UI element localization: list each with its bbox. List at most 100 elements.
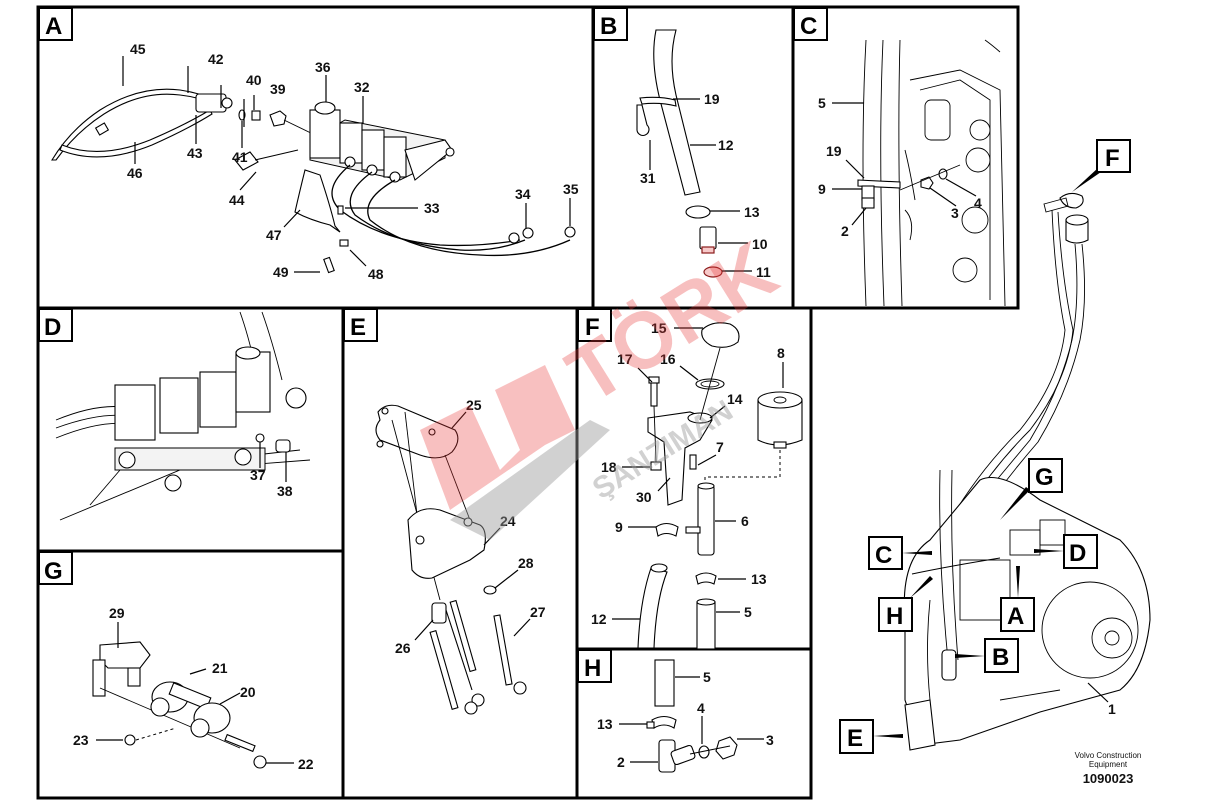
screw-49: [323, 256, 335, 274]
nut-40: [251, 110, 261, 121]
callout-4-h: 4: [697, 700, 705, 716]
svg-text:H: H: [886, 603, 903, 630]
bolt-27: [493, 614, 513, 686]
bracket-47: [294, 169, 341, 233]
callout-48: 48: [368, 266, 384, 282]
callout-11: 11: [756, 264, 771, 280]
solenoid-36: [309, 109, 341, 159]
overview-tag-d: D: [1034, 534, 1098, 569]
svg-text:G: G: [1035, 464, 1054, 491]
panel-a: A: [38, 7, 579, 282]
callout-49: 49: [273, 264, 289, 280]
callout-38: 38: [277, 483, 293, 499]
bolt-22: [224, 733, 256, 753]
callout-3-c: 3: [951, 205, 959, 221]
bracket-31: [636, 104, 650, 136]
panel-a-label: A: [45, 13, 62, 40]
callout-44: 44: [229, 192, 245, 208]
overview-tag-c: C: [868, 536, 932, 570]
spacer-26: [431, 602, 447, 624]
callout-43: 43: [187, 145, 203, 161]
panel-b-label: B: [600, 13, 617, 40]
overview-tag-f: F: [1072, 139, 1131, 192]
seal-ring-11: [703, 266, 723, 278]
washer-28: [483, 585, 497, 595]
callout-34: 34: [515, 186, 531, 202]
callout-45: 45: [130, 41, 146, 57]
callout-18: 18: [601, 459, 617, 475]
panel-c: C 5 19 9 2 3 4: [793, 7, 1006, 307]
callout-14: 14: [727, 391, 743, 407]
overview-tag-e: E: [839, 719, 903, 754]
callout-25: 25: [466, 397, 482, 413]
credit-block: Volvo Construction Equipment 1090023: [1075, 751, 1142, 786]
hose-fitting: [94, 122, 110, 136]
spacer-48: [339, 239, 349, 247]
panel-h: H 5 4 13 3 2: [577, 649, 774, 773]
callout-21: 21: [212, 660, 228, 676]
panel-f-label: F: [585, 314, 600, 341]
overview-tag-b: B: [955, 638, 1019, 673]
panel-e: E 25 24 28 27 26: [343, 308, 546, 715]
hose-12-f: [637, 567, 668, 649]
panel-d: D 37 38: [38, 308, 311, 521]
fitting-7: [689, 454, 697, 470]
panel-b-tag: B: [593, 7, 628, 41]
overview-tag-g: G: [1000, 458, 1063, 520]
panel-h-tag: H: [577, 649, 612, 683]
callout-13-f: 13: [751, 571, 767, 587]
callout-6: 6: [741, 513, 749, 529]
clip-2: [861, 197, 875, 209]
callout-28: 28: [518, 555, 534, 571]
panel-c-label: C: [800, 13, 817, 40]
hose-46: [59, 109, 213, 158]
overview-tag-a: A: [1000, 566, 1035, 632]
panel-b: B 19 12 31 13 10 11: [593, 7, 771, 280]
panel-frames: [36, 5, 1020, 800]
panel-c-frame: [791, 5, 1020, 310]
filler-neck-14: [687, 412, 713, 424]
callout-19-c: 19: [826, 143, 842, 159]
panel-d-tag: D: [38, 308, 73, 342]
panel-e-label: E: [350, 314, 366, 341]
solenoid-coil: [114, 384, 156, 441]
credit-company: Volvo Construction: [1075, 751, 1142, 760]
credit-company-line2: Equipment: [1089, 760, 1128, 769]
callout-12: 12: [718, 137, 734, 153]
callout-39: 39: [270, 81, 286, 97]
panel-h-frame: [575, 647, 813, 800]
svg-text:D: D: [1069, 540, 1086, 567]
clamp-19: [639, 96, 677, 107]
clamp-13: [685, 205, 711, 219]
callout-19: 19: [704, 91, 720, 107]
watermark-logo: TÖRK ŞANZIMAN: [420, 224, 792, 540]
panel-d-label: D: [44, 314, 61, 341]
callout-15: 15: [651, 320, 667, 336]
callout-33: 33: [424, 200, 440, 216]
callout-42: 42: [208, 51, 224, 67]
clamp-13-f: [695, 572, 717, 585]
callout-46: 46: [127, 165, 143, 181]
bracket-25: [375, 404, 459, 459]
callout-2-h: 2: [617, 754, 625, 770]
callout-23: 23: [73, 732, 89, 748]
panel-f-tag: F: [577, 308, 612, 342]
callout-17: 17: [617, 351, 633, 367]
callout-29: 29: [109, 605, 125, 621]
panel-h-label: H: [584, 655, 601, 682]
panel-g: G 29 21 20 23 22: [38, 551, 314, 772]
overview-tag-h: H: [878, 576, 933, 632]
washer-37: [255, 433, 265, 443]
svg-text:A: A: [1007, 603, 1024, 630]
overview-assembly: F G C D H A B: [839, 139, 1151, 754]
panel-f: F 15 17 16 8: [577, 308, 803, 650]
callout-1: 1: [1108, 701, 1116, 717]
svg-text:E: E: [847, 725, 863, 752]
panel-a-tag: A: [38, 7, 73, 41]
overview-cap: [1059, 192, 1084, 209]
callout-7: 7: [716, 439, 724, 455]
callout-26: 26: [395, 640, 411, 656]
callout-36: 36: [315, 59, 331, 75]
